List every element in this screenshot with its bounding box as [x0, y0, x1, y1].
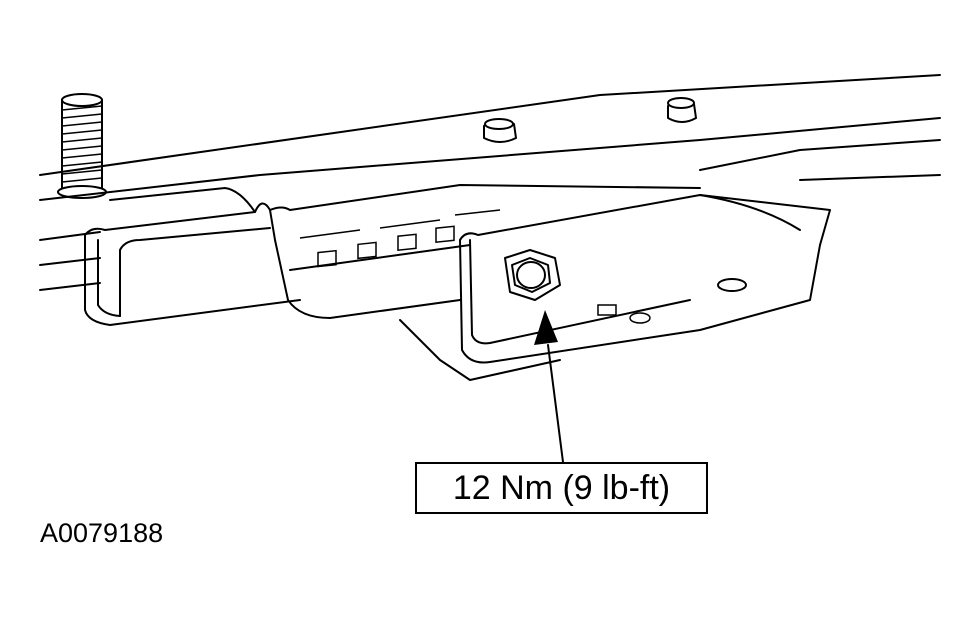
callout-leader	[534, 310, 564, 463]
threaded-stud	[57, 93, 107, 199]
left-channel	[84, 187, 301, 326]
hex-bolt	[504, 249, 561, 301]
rail-bosses	[483, 97, 697, 143]
right-bracket	[399, 194, 831, 381]
torque-label: 12 Nm (9 lb-ft)	[452, 468, 671, 507]
torque-callout: 12 Nm (9 lb-ft)	[415, 462, 708, 514]
figure-id: A0079188	[40, 518, 164, 548]
slotted-bracket	[269, 184, 701, 319]
main-rail	[39, 74, 941, 291]
